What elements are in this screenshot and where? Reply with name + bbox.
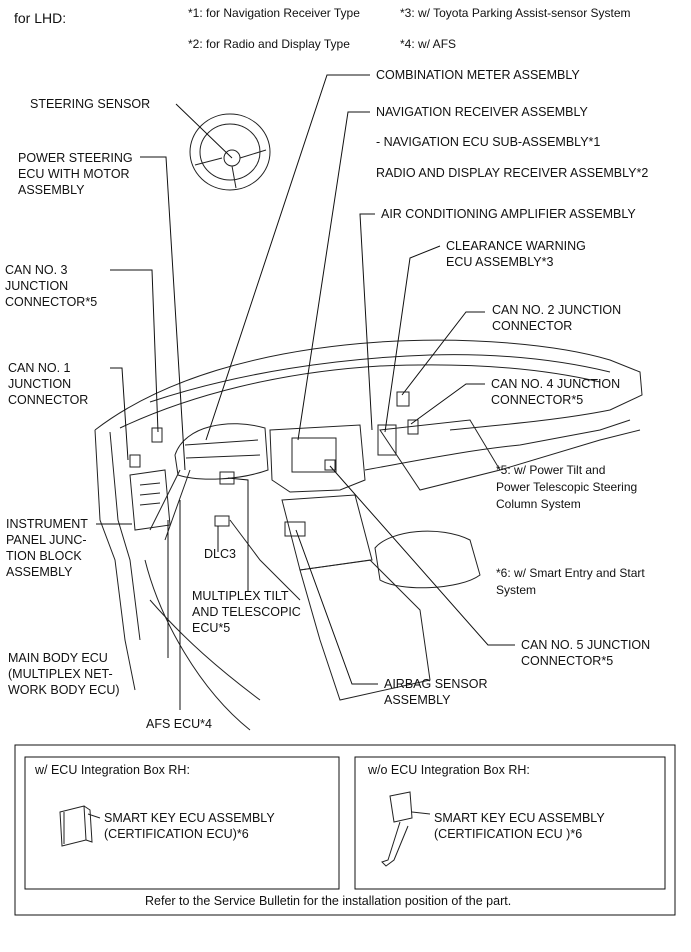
can4-connector [407,419,419,435]
leader-combination-meter [205,74,370,441]
leader-clearance [384,245,441,433]
label-can5: CAN NO. 5 JUNCTION CONNECTOR*5 [521,638,651,668]
windshield-base [149,354,611,403]
bottom-outer-box [14,744,676,916]
label-can2: CAN NO. 2 JUNCTION CONNECTOR [492,303,622,333]
left-panel [94,429,136,691]
label-radio-display: RADIO AND DISPLAY RECEIVER ASSEMBLY*2 [376,166,649,180]
box-without-ecu-integration [354,756,666,890]
label-navigation-ecu: - NAVIGATION ECU SUB-ASSEMBLY*1 [376,135,601,149]
label-dlc3: DLC3 [204,547,236,561]
dlc3-part [214,515,230,527]
display-screen [291,437,337,473]
box-left-title: w/ ECU Integration Box RH: [35,763,190,777]
passenger-seat [374,530,481,589]
label-afs-ecu: AFS ECU*4 [146,717,212,731]
note-3: *3: w/ Toyota Parking Assist-sensor Syst… [400,6,631,20]
steering-wheel-inset [189,113,271,191]
label-navigation-receiver: NAVIGATION RECEIVER ASSEMBLY [376,105,588,119]
can2-connector [396,391,410,407]
label-main-body-ecu: MAIN BODY ECU (MULTIPLEX NET- WORK BODY … [8,651,120,697]
can3-connector [151,427,163,443]
label-can4: CAN NO. 4 JUNCTION CONNECTOR*5 [491,377,621,407]
page-title: for LHD: [14,10,67,26]
label-air-conditioning: AIR CONDITIONING AMPLIFIER ASSEMBLY [381,207,636,221]
leader-can5 [329,465,515,646]
leader-can2 [401,311,485,396]
leader-airbag [295,529,378,685]
console [299,559,431,701]
label-can1: CAN NO. 1 JUNCTION CONNECTOR [8,361,89,407]
junction-block [129,469,171,531]
leader-multiplex-tilt [227,477,249,592]
label-instrument-panel: INSTRUMENT PANEL JUNC- TION BLOCK ASSEMB… [6,517,88,579]
smart-key-ecu-right [389,791,413,823]
box-with-ecu-integration [24,756,340,890]
label-clearance-warning: CLEARANCE WARNING ECU ASSEMBLY*3 [446,239,586,269]
leader-can3 [110,269,159,433]
center-stack [269,424,366,493]
can1-connector [129,454,141,468]
label-note6: *6: w/ Smart Entry and Start System [496,566,645,597]
label-can3: CAN NO. 3 JUNCTION CONNECTOR*5 [5,263,98,309]
leader-can1 [110,367,129,461]
label-power-steering: POWER STEERING ECU WITH MOTOR ASSEMBLY [18,151,133,197]
note-1: *1: for Navigation Receiver Type [188,6,360,20]
note-2: *2: for Radio and Display Type [188,37,350,51]
box-right-label: SMART KEY ECU ASSEMBLY (CERTIFICATION EC… [434,811,605,841]
label-combination-meter: COMBINATION METER ASSEMBLY [376,68,580,82]
note-4: *4: w/ AFS [400,37,457,51]
leader-navigation [297,111,370,441]
leader-air-cond [359,213,375,431]
can5-connector [324,459,336,471]
label-multiplex-tilt: MULTIPLEX TILT AND TELESCOPIC ECU*5 [192,589,301,635]
label-airbag-sensor: AIRBAG SENSOR ASSEMBLY [384,677,488,707]
label-steering-sensor: STEERING SENSOR [30,97,151,111]
airbag-sensor-part [284,521,306,537]
multiplex-tilt-part [219,471,235,485]
meter-hood [174,423,269,480]
leader-can4 [410,383,485,425]
dashboard-top-edge [119,364,601,429]
box-left-label: SMART KEY ECU ASSEMBLY (CERTIFICATION EC… [104,811,275,841]
footer-note: Refer to the Service Bulletin for the in… [145,894,512,908]
leader-power-steering [140,156,186,471]
clearance-warning-part [377,424,397,456]
label-note5: *5: w/ Power Tilt and Power Telescopic S… [496,463,638,511]
dashboard-outline [94,339,643,431]
box-right-title: w/o ECU Integration Box RH: [368,763,530,777]
leader-steering [175,103,233,159]
